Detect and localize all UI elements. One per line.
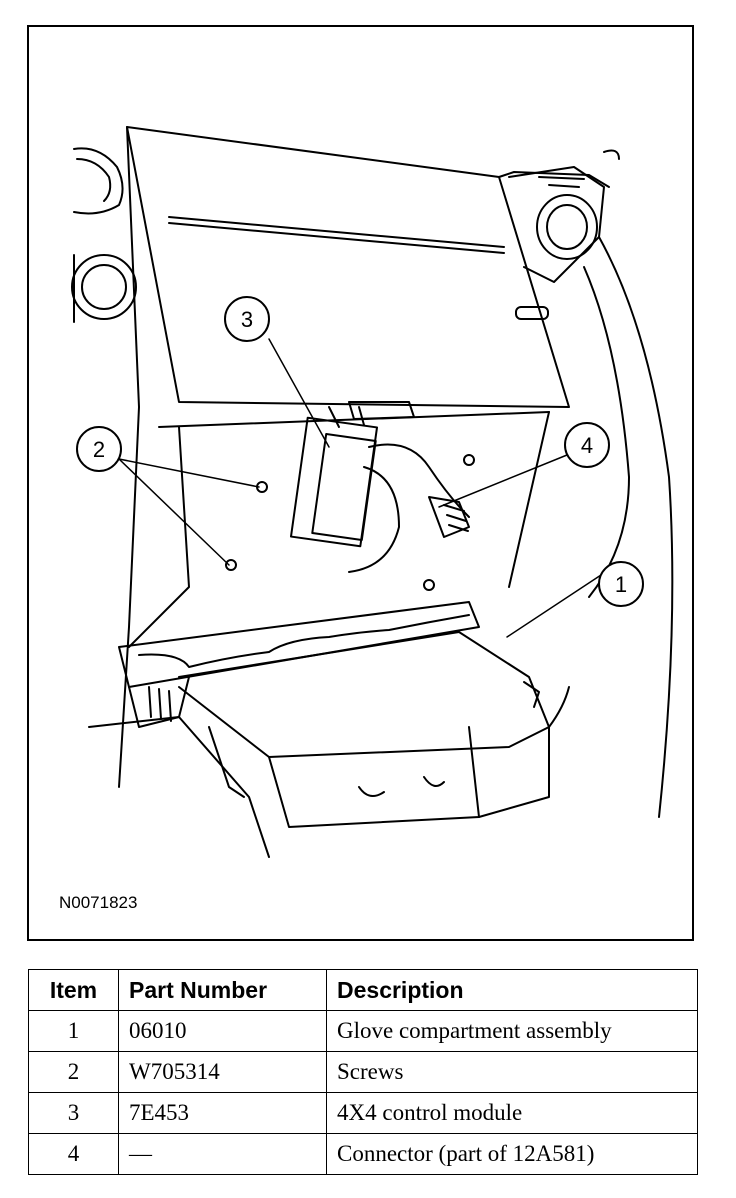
instrument-panel [118,126,610,788]
cell-part-number: 06010 [118,1010,327,1052]
dashboard-line-drawing: 1 2 3 4 [71,126,674,858]
table-row: 4 — Connector (part of 12A581) [28,1133,698,1175]
diagram-figure: 1 2 3 4 N0071823 [27,25,694,941]
header-part-number: Part Number [118,969,327,1011]
callout-marker-3: 3 [224,296,270,342]
header-item: Item [28,969,119,1011]
callout-leaders [118,338,602,638]
table-row: 3 7E453 4X4 control module [28,1092,698,1134]
figure-id-label: N0071823 [59,893,138,912]
cell-description: Glove compartment assembly [326,1010,698,1052]
callout-label-4: 4 [581,433,593,458]
cell-item: 4 [28,1133,119,1175]
cell-item: 1 [28,1010,119,1052]
parts-table: Item Part Number Description 1 06010 Glo… [28,969,698,1175]
callout-marker-2: 2 [76,426,122,472]
callout-marker-4: 4 [564,422,610,468]
table-header-row: Item Part Number Description [28,969,698,1011]
callout-label-3: 3 [241,307,253,332]
control-module [289,401,470,573]
cell-part-number: W705314 [118,1051,327,1093]
cell-description: 4X4 control module [326,1092,698,1134]
table-row: 1 06010 Glove compartment assembly [28,1010,698,1052]
dash-right-trim [583,236,674,818]
callout-label-1: 1 [615,572,627,597]
header-description: Description [326,969,698,1011]
callout-marker-1: 1 [598,561,644,607]
cell-part-number: 7E453 [118,1092,327,1134]
cell-description: Screws [326,1051,698,1093]
cell-item: 2 [28,1051,119,1093]
cell-item: 3 [28,1092,119,1134]
right-air-vent [508,149,620,283]
left-air-vents [71,147,137,323]
screws [225,454,475,591]
cell-part-number: — [118,1133,327,1175]
callout-label-2: 2 [93,437,105,462]
cell-description: Connector (part of 12A581) [326,1133,698,1175]
glove-compartment [88,601,570,858]
table-row: 2 W705314 Screws [28,1051,698,1093]
